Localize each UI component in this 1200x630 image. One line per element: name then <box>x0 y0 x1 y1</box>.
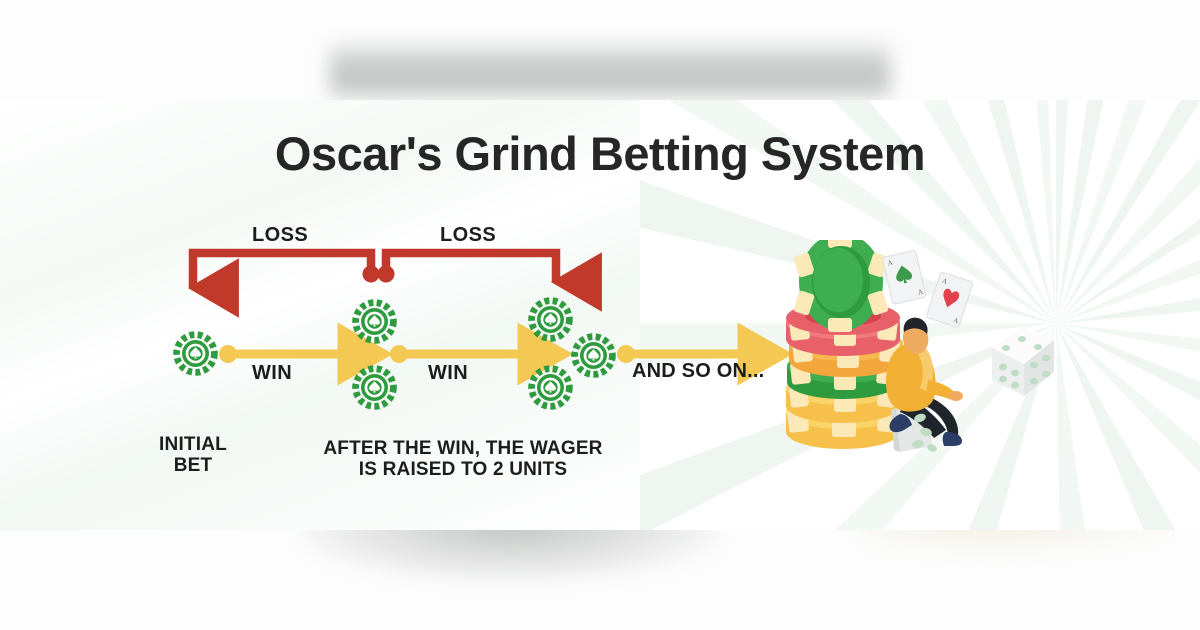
and-so-on-arrow <box>617 322 794 386</box>
dice-icon <box>992 326 1054 396</box>
after-win-caption-line2: IS RAISED TO 2 UNITS <box>358 459 568 480</box>
casino-illustration: A A A A <box>760 233 1060 470</box>
loss-arrow-left <box>187 248 380 318</box>
playing-card-heart-icon: A A <box>926 271 973 328</box>
chip-stage3-1 <box>528 297 572 341</box>
win-arrow-left <box>219 322 394 386</box>
seated-player-icon <box>886 317 963 452</box>
blurred-header-band <box>330 42 890 100</box>
chip-stage3-2 <box>528 365 572 409</box>
svg-text:A: A <box>941 277 948 286</box>
standing-green-chip-icon <box>793 233 889 332</box>
playing-card-spade-icon: A A <box>882 250 927 305</box>
win-label-right: WIN <box>428 362 469 384</box>
loss-label-left: LOSS <box>252 224 309 246</box>
and-so-on-label: AND SO ON... <box>632 360 765 382</box>
win-label-left: WIN <box>252 362 293 384</box>
svg-text:A: A <box>952 316 959 325</box>
svg-text:A: A <box>887 259 894 268</box>
page-title: Oscar's Grind Betting System <box>274 127 926 180</box>
chip-stage1-1 <box>173 331 217 375</box>
svg-text:A: A <box>917 287 924 296</box>
after-win-caption: AFTER THE WIN, THE WAGER IS RAISED TO 2 … <box>323 438 603 480</box>
chip-stage4-1 <box>571 333 615 377</box>
initial-bet-caption-line1: INITIAL <box>159 434 227 455</box>
chip-stage2-1 <box>352 299 396 343</box>
win-arrow-right <box>390 322 574 386</box>
initial-bet-caption: INITIAL BET <box>130 434 256 476</box>
loss-label-right: LOSS <box>440 224 497 246</box>
after-win-caption-line1: AFTER THE WIN, THE WAGER <box>323 438 603 459</box>
chip-stage2-2 <box>352 365 396 409</box>
initial-bet-caption-line2: BET <box>173 455 213 476</box>
loss-arrow-right <box>377 248 602 312</box>
